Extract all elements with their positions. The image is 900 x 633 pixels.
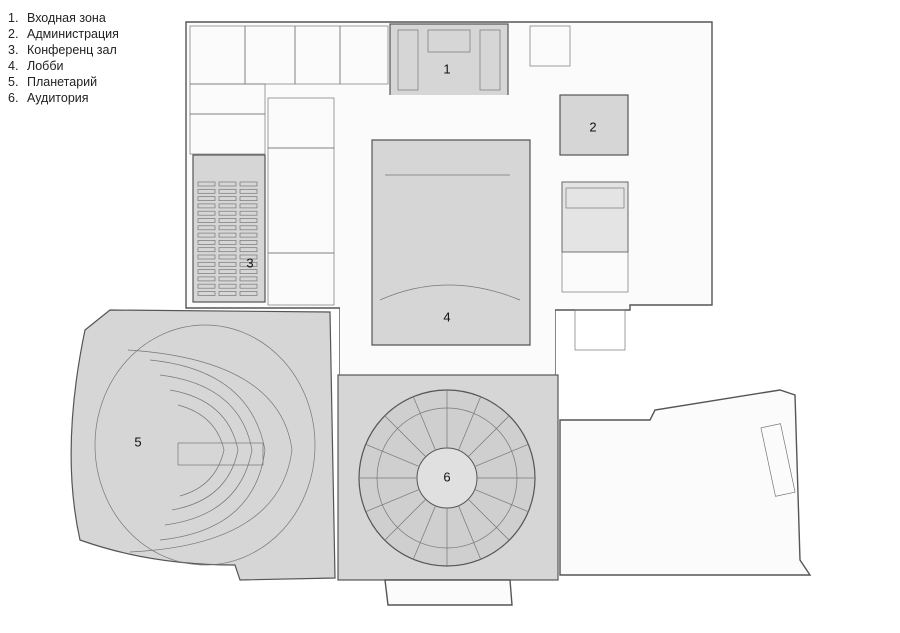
seat-row [197, 291, 216, 296]
auditorium-spoke [413, 396, 436, 451]
auditorium-spoke [365, 444, 420, 467]
auditorium-spoke [413, 505, 436, 560]
seat-row [239, 232, 258, 238]
seat-row [218, 254, 237, 260]
zone-label-3: 3 [246, 255, 253, 270]
auditorium-spoke [467, 498, 510, 541]
seat-row [197, 261, 216, 267]
seat-row [239, 225, 258, 231]
seat-row [239, 203, 258, 209]
seat-row [239, 196, 258, 201]
seat-row [239, 188, 258, 194]
seat-row [218, 181, 237, 187]
seat-row [218, 269, 237, 274]
seat-row [239, 210, 258, 216]
zone-label-4: 4 [443, 309, 450, 324]
entrance-stairs [397, 29, 501, 91]
zone-entrance [389, 23, 509, 99]
seat-row [239, 181, 258, 187]
seat-row [218, 283, 237, 289]
seat-row [218, 240, 237, 245]
seat-row [218, 210, 237, 216]
auditorium-spoke [458, 505, 481, 560]
zone-administration [559, 94, 629, 156]
seat-row [218, 291, 237, 296]
conference-seats [197, 181, 258, 296]
seat-row [197, 276, 216, 282]
auditorium-entrance [384, 579, 513, 606]
auditorium-spoke [384, 498, 427, 541]
auditorium-circle [358, 389, 536, 567]
legend-item: 3. Конференц зал [8, 42, 119, 58]
legend-item: 4. Лобби [8, 58, 119, 74]
seat-row [239, 291, 258, 296]
legend: 1. Входная зона 2. Администрация 3. Конфере… [8, 10, 119, 106]
legend-number: 2. [8, 27, 19, 41]
legend-label: Аудитория [27, 91, 89, 105]
seat-row [197, 254, 216, 260]
legend-label: Входная зона [27, 11, 106, 25]
seat-row [218, 188, 237, 194]
auditorium-spoke [467, 415, 510, 458]
zone-planetarium [70, 309, 336, 581]
right-wing [559, 389, 812, 576]
seat-row [239, 254, 258, 260]
seat-row [218, 232, 237, 238]
seat-row [218, 276, 237, 282]
seat-row [197, 247, 216, 253]
seat-row [197, 210, 216, 216]
legend-item: 5. Планетарий [8, 74, 119, 90]
seat-row [218, 196, 237, 201]
top-offices [189, 25, 571, 306]
legend-number: 6. [8, 91, 19, 105]
lobby-hall [371, 139, 531, 346]
legend-number: 1. [8, 11, 19, 25]
seat-row [239, 240, 258, 245]
seat-row [197, 232, 216, 238]
legend-number: 5. [8, 75, 19, 89]
legend-label: Лобби [27, 59, 64, 73]
auditorium-spoke [458, 396, 481, 451]
auditorium-spoke [474, 444, 529, 467]
legend-label: Администрация [27, 27, 119, 41]
planetarium-seating [94, 324, 316, 566]
legend-item: 6. Аудитория [8, 90, 119, 106]
seat-row [197, 225, 216, 231]
seat-row [239, 218, 258, 223]
seat-row [197, 283, 216, 289]
seat-row [197, 196, 216, 201]
right-wing-stairs [760, 423, 796, 497]
seat-row [218, 203, 237, 209]
auditorium-spoke [384, 415, 427, 458]
zone-label-5: 5 [134, 434, 141, 449]
legend-label: Конференц зал [27, 43, 117, 57]
seat-row [239, 269, 258, 274]
zone-label-1: 1 [443, 61, 450, 76]
auditorium-spoke [365, 489, 420, 512]
seat-row [197, 188, 216, 194]
zone-label-2: 2 [589, 119, 596, 134]
legend-number: 3. [8, 43, 19, 57]
seat-row [197, 218, 216, 223]
seat-row [218, 225, 237, 231]
legend-item: 1. Входная зона [8, 10, 119, 26]
auditorium-spoke [474, 489, 529, 512]
seat-row [197, 240, 216, 245]
seat-row [239, 276, 258, 282]
seat-row [218, 261, 237, 267]
seat-row [218, 218, 237, 223]
legend-label: Планетарий [27, 75, 98, 89]
legend-item: 2. Администрация [8, 26, 119, 42]
seat-row [197, 203, 216, 209]
seat-row [197, 181, 216, 187]
seat-row [239, 247, 258, 253]
legend-number: 4. [8, 59, 19, 73]
zone-conference [192, 154, 266, 303]
seat-row [197, 269, 216, 274]
seat-row [239, 283, 258, 289]
admin-rooms [561, 181, 629, 351]
zone-label-6: 6 [443, 469, 450, 484]
seat-row [218, 247, 237, 253]
seat-row [239, 261, 258, 267]
